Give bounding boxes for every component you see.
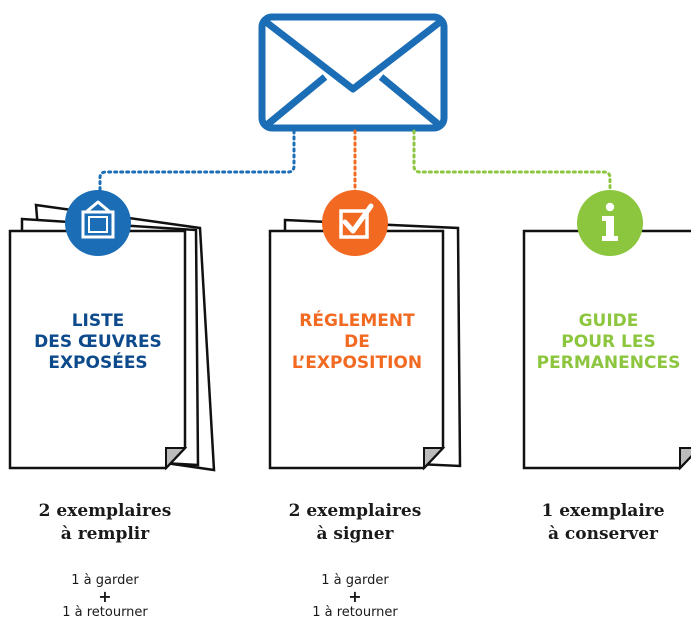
card-title-2: RÉGLEMENT DE L’EXPOSITION [272,311,442,374]
count-line: à signer [316,524,394,544]
count-line: 2 exemplaires [38,501,172,521]
copies-count-2: 2 exemplaires à signer [260,500,450,546]
checkbox-icon [322,190,388,256]
return-text: 1 à retourner [62,605,148,620]
envelope-icon [258,13,448,132]
keep-text: 1 à garder [321,573,389,588]
card-title-line: POUR LES [561,332,656,352]
card-title-line: GUIDE [578,311,639,331]
document-stack-1 [8,203,216,472]
count-line: à remplir [60,524,150,544]
count-line: 1 exemplaire [541,501,665,521]
copies-count-1: 2 exemplaires à remplir [10,500,200,546]
frame-icon [65,190,131,256]
card-title-line: LISTE [71,311,125,331]
card-title-1: LISTE DES ŒUVRES EXPOSÉES [12,311,184,374]
info-icon [577,190,643,256]
card-title-3: GUIDE POUR LES PERMANENCES [526,311,691,374]
plus-sign: + [98,587,112,606]
card-title-line: RÉGLEMENT [299,311,415,331]
card-title-line: EXPOSÉES [48,353,148,373]
card-title-line: DES ŒUVRES [34,332,162,352]
card-title-line: PERMANENCES [536,353,681,373]
document-3 [522,229,691,471]
count-line: à conserver [548,524,658,544]
card-title-line: DE [344,332,370,352]
count-line: 2 exemplaires [288,501,422,521]
copies-count-3: 1 exemplaire à conserver [515,500,691,546]
document-stack-2 [268,218,462,471]
return-text: 1 à retourner [312,605,398,620]
copies-detail-2: 1 à garder + 1 à retourner [260,572,450,621]
card-title-line: L’EXPOSITION [291,353,423,373]
keep-text: 1 à garder [71,573,139,588]
connector-green [412,129,612,197]
copies-detail-1: 1 à garder + 1 à retourner [10,572,200,621]
plus-sign: + [348,587,362,606]
connector-blue [98,129,296,197]
